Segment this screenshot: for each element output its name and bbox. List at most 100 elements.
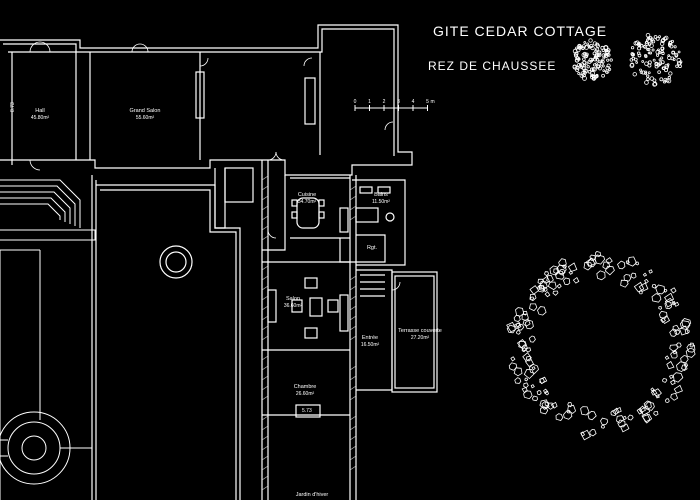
scale-unit: m xyxy=(431,99,435,105)
tree-leaf xyxy=(666,63,670,66)
tree-leaf xyxy=(589,67,594,72)
stone xyxy=(669,379,676,386)
stone xyxy=(612,407,620,416)
stone xyxy=(658,310,668,319)
tree-leaf xyxy=(597,66,603,71)
tree-leaf xyxy=(641,70,646,75)
tree-leaf xyxy=(646,74,650,78)
tree-leaf xyxy=(585,55,589,58)
stone xyxy=(515,307,525,317)
stone xyxy=(662,377,668,383)
stone xyxy=(672,372,684,383)
stone xyxy=(521,386,528,394)
tree-leaf xyxy=(606,63,611,68)
stone xyxy=(523,382,529,389)
stone xyxy=(518,340,527,349)
scale-tick-label: 4 xyxy=(412,99,415,105)
stone xyxy=(670,287,677,294)
level-title: REZ DE CHAUSSEE xyxy=(428,59,557,73)
tree-leaf xyxy=(593,55,598,60)
stone xyxy=(508,362,518,371)
tree-leaf xyxy=(602,69,606,72)
tree-leaf xyxy=(658,58,662,62)
tree-leaf xyxy=(602,56,606,60)
stone xyxy=(562,264,567,269)
stone xyxy=(525,347,532,353)
stone xyxy=(630,272,637,279)
tree-leaf xyxy=(675,64,679,68)
tree-leaf xyxy=(587,59,592,64)
stone xyxy=(660,315,671,325)
tree-leaf xyxy=(658,61,663,66)
chambre-bed-label: 5.73 xyxy=(302,408,312,414)
tree-leaf xyxy=(647,47,651,52)
tree-leaf xyxy=(645,40,649,44)
tree-leaf xyxy=(597,60,601,64)
tree-leaf xyxy=(677,50,681,54)
tree-leaf xyxy=(662,80,667,84)
stone xyxy=(600,417,609,425)
tree-leaf xyxy=(641,60,645,63)
stone xyxy=(516,339,527,349)
tree-leaf xyxy=(629,63,635,68)
tree-leaf xyxy=(660,50,664,54)
stone xyxy=(539,376,548,385)
tree-leaf xyxy=(639,68,642,72)
tree-leaf xyxy=(582,68,587,73)
tree-leaf xyxy=(637,43,641,47)
tree-leaf xyxy=(580,71,586,76)
tree-leaf xyxy=(647,60,652,65)
stone xyxy=(549,265,560,276)
stone xyxy=(553,268,560,274)
tree-leaf xyxy=(575,56,580,60)
stone xyxy=(681,364,688,371)
tree-leaf xyxy=(658,51,662,55)
tree-leaf xyxy=(604,53,609,58)
stone xyxy=(510,356,516,362)
stone xyxy=(670,350,678,359)
tree-leaf xyxy=(585,61,589,65)
tree-leaf xyxy=(576,62,582,68)
tree-leaf xyxy=(591,75,597,81)
stone xyxy=(528,335,536,343)
stone xyxy=(537,278,544,285)
tree-leaf xyxy=(601,48,606,52)
courtyard xyxy=(91,175,241,500)
stone xyxy=(620,279,629,288)
door-swing-icon xyxy=(29,41,401,291)
project-title: GITE CEDAR COTTAGE xyxy=(433,23,608,39)
stone xyxy=(556,283,562,289)
stone xyxy=(685,347,696,358)
tree-leaf xyxy=(587,70,592,74)
stone xyxy=(542,286,548,292)
stone xyxy=(619,423,630,433)
room-area-salon: 36.60m² xyxy=(284,303,303,309)
stone xyxy=(604,265,615,276)
stone xyxy=(651,293,662,303)
stone xyxy=(580,429,591,441)
tree-leaf xyxy=(601,73,605,78)
stone xyxy=(515,330,521,335)
stone xyxy=(643,400,652,410)
tree-leaf xyxy=(677,61,682,66)
stone xyxy=(636,407,644,415)
stone xyxy=(521,313,529,322)
room-name-salon: Salon xyxy=(286,296,300,302)
tree-leaf xyxy=(637,46,642,51)
tree-leaf xyxy=(659,77,664,82)
stone xyxy=(589,428,597,437)
room-name-jardin: Jardin d'hiver xyxy=(296,492,329,498)
stone xyxy=(668,374,674,380)
stone xyxy=(524,319,534,330)
stone xyxy=(552,290,559,296)
stone xyxy=(572,277,580,284)
tree-leaf xyxy=(583,41,587,44)
tree-leaf xyxy=(630,52,635,56)
stone xyxy=(644,278,649,284)
stone xyxy=(641,413,653,424)
stone xyxy=(521,347,527,353)
stone xyxy=(543,388,549,394)
main-walls xyxy=(0,24,438,500)
tree-leaf xyxy=(578,45,582,49)
tree-leaf xyxy=(575,46,579,50)
